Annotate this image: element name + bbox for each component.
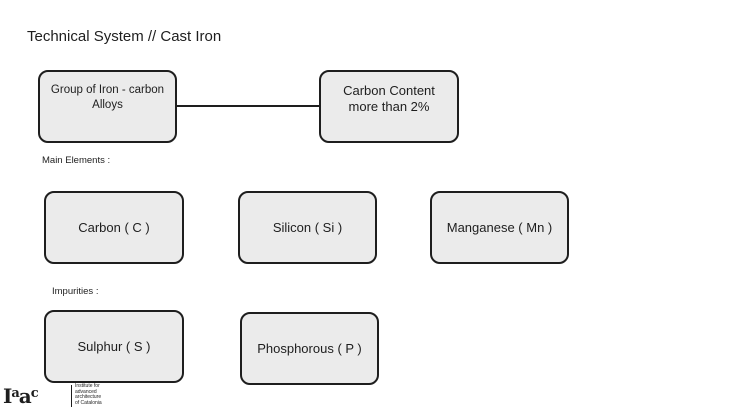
element-box-silicon: Silicon ( Si ) [238, 191, 377, 264]
impurity-box-phosphorous: Phosphorous ( P ) [240, 312, 379, 385]
impurity-label: Sulphur ( S ) [77, 338, 151, 354]
carbon-content-box: Carbon Content more than 2% [319, 70, 459, 143]
impurity-label: Phosphorous ( P ) [257, 340, 362, 356]
element-label: Manganese ( Mn ) [446, 219, 553, 235]
carbon-content-text: Carbon Content more than 2% [343, 83, 435, 114]
iaac-logo: Iaac Institute for advanced architecture… [3, 383, 113, 409]
iaac-logo-text: Institute for advanced architecture of C… [75, 383, 102, 406]
element-box-carbon: Carbon ( C ) [44, 191, 184, 264]
main-elements-label: Main Elements : [42, 155, 111, 166]
element-label: Silicon ( Si ) [272, 219, 343, 235]
impurities-label: Impurities : [52, 286, 99, 297]
element-box-manganese: Manganese ( Mn ) [430, 191, 569, 264]
page-title: Technical System // Cast Iron [27, 28, 222, 45]
iaac-logo-mark: Iaac [3, 384, 39, 408]
connector-line [176, 105, 321, 107]
group-definition-text: Group of Iron - carbon Alloys [50, 84, 165, 111]
logo-divider [71, 385, 72, 407]
group-definition-box: Group of Iron - carbon Alloys [38, 70, 177, 143]
impurity-box-sulphur: Sulphur ( S ) [44, 310, 184, 383]
element-label: Carbon ( C ) [78, 219, 150, 235]
